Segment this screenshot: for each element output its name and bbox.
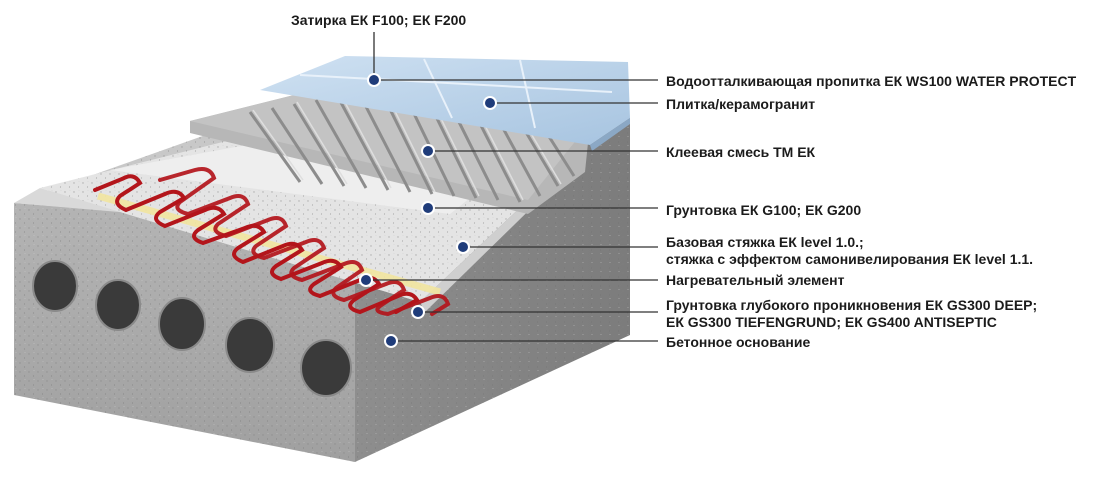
label-concrete: Бетонное основание — [666, 334, 811, 350]
label-impregnation: Водоотталкивающая пропитка ЕК WS100 WATE… — [666, 73, 1077, 89]
label-tile: Плитка/керамогранит — [666, 96, 816, 112]
marker-dot-screed — [458, 242, 468, 252]
tile-layer — [260, 56, 630, 151]
label-primer: Грунтовка ЕК G100; ЕК G200 — [666, 202, 862, 218]
marker-dot-primer — [423, 203, 433, 213]
marker-dot-tile — [485, 98, 495, 108]
marker-dot-concrete — [386, 336, 396, 346]
marker-dot-adhesive — [423, 146, 433, 156]
sensor-line — [97, 192, 441, 296]
label-screed-line1: Базовая стяжка ЕК level 1.0.; — [666, 234, 864, 250]
marker-dot-grout — [369, 75, 379, 85]
label-heating: Нагревательный элемент — [666, 272, 845, 288]
label-deep-primer-line2: ЕК GS300 TIEFENGRUND; ЕК GS400 ANTISEPTI… — [666, 314, 997, 330]
label-deep-primer-line1: Грунтовка глубокого проникновения ЕК GS3… — [666, 297, 1038, 313]
label-grout: Затирка ЕК F100; ЕК F200 — [291, 12, 467, 28]
marker-dot-deep-primer — [413, 307, 423, 317]
marker-dot-heating — [361, 275, 371, 285]
label-screed-line2: стяжка с эффектом самонивелирования ЕК l… — [666, 251, 1034, 267]
leader-lines — [359, 32, 658, 348]
label-adhesive: Клеевая смесь ТМ ЕК — [666, 144, 816, 160]
slab-hollow-cores — [32, 260, 352, 397]
